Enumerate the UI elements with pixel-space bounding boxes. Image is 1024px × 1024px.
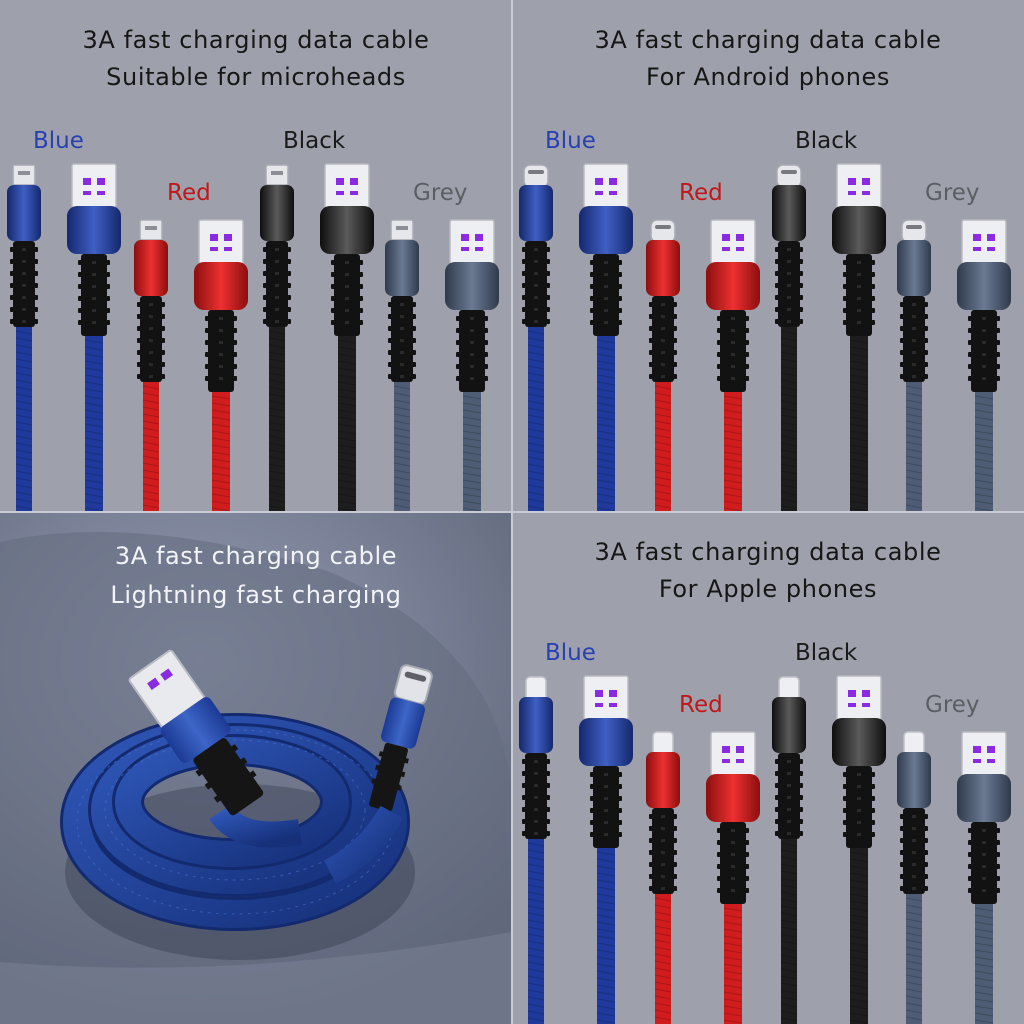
usb-a-connector-cable-blue (579, 163, 633, 512)
phone-connector-cable-red (646, 731, 680, 1024)
panel-subtitle: For Android phones (646, 63, 890, 91)
color-label-blue: Blue (545, 640, 596, 666)
color-label-grey: Grey (413, 180, 468, 206)
usb-a-connector-cable-red (194, 219, 248, 512)
color-label-red: Red (679, 692, 723, 718)
panel-title: 3A fast charging cable (114, 542, 398, 570)
color-label-blue: Blue (545, 128, 596, 154)
cable-group (7, 163, 499, 512)
usb-a-connector-cable-red (706, 731, 760, 1024)
panel-subtitle: Lightning fast charging (110, 581, 402, 609)
micro-usb-panel: 3A fast charging data cable Suitable for… (0, 0, 512, 512)
phone-connector-cable-red (646, 219, 680, 512)
color-label-black: Black (795, 640, 858, 666)
cable-group (519, 163, 1011, 512)
color-label-grey: Grey (925, 180, 980, 206)
color-label-red: Red (167, 180, 211, 206)
phone-connector-cable-red (134, 219, 168, 512)
phone-connector-cable-blue (519, 164, 553, 512)
phone-connector-cable-blue (7, 164, 41, 512)
panel-divider (511, 0, 513, 1024)
usb-a-connector-cable-black (832, 675, 886, 1024)
color-label-red: Red (679, 180, 723, 206)
color-label-blue: Blue (33, 128, 84, 154)
usb-a-connector-cable-black (320, 163, 374, 512)
color-label-grey: Grey (925, 692, 980, 718)
phone-connector-cable-black (772, 164, 806, 512)
phone-connector-cable-black (260, 164, 294, 512)
panel-title: 3A fast charging data cable (594, 538, 942, 566)
phone-connector-cable-grey (385, 219, 419, 512)
color-label-black: Black (283, 128, 346, 154)
usb-a-connector-cable-grey (445, 219, 499, 512)
phone-connector-cable-grey (897, 731, 931, 1024)
cable-group (519, 675, 1011, 1024)
color-label-black: Black (795, 128, 858, 154)
phone-connector-cable-black (772, 676, 806, 1024)
panel-title: 3A fast charging data cable (594, 26, 942, 54)
usb-a-connector-cable-red (706, 219, 760, 512)
panel-subtitle: For Apple phones (658, 575, 878, 603)
apple-panel: 3A fast charging data cable For Apple ph… (512, 512, 1024, 1024)
android-panel: 3A fast charging data cable For Android … (512, 0, 1024, 512)
phone-connector-cable-blue (519, 676, 553, 1024)
usb-a-connector-cable-grey (957, 731, 1011, 1024)
usb-a-connector-cable-black (832, 163, 886, 512)
usb-a-connector-cable-grey (957, 219, 1011, 512)
usb-a-connector-cable-blue (579, 675, 633, 1024)
panel-subtitle: Suitable for microheads (106, 63, 406, 91)
coiled-cable-photo (0, 532, 512, 1024)
usb-a-connector-cable-blue (67, 163, 121, 512)
phone-connector-cable-grey (897, 219, 931, 512)
panel-title: 3A fast charging data cable (82, 26, 430, 54)
coiled-cable-panel: 3A fast charging cable Lightning fast ch… (0, 512, 512, 1024)
